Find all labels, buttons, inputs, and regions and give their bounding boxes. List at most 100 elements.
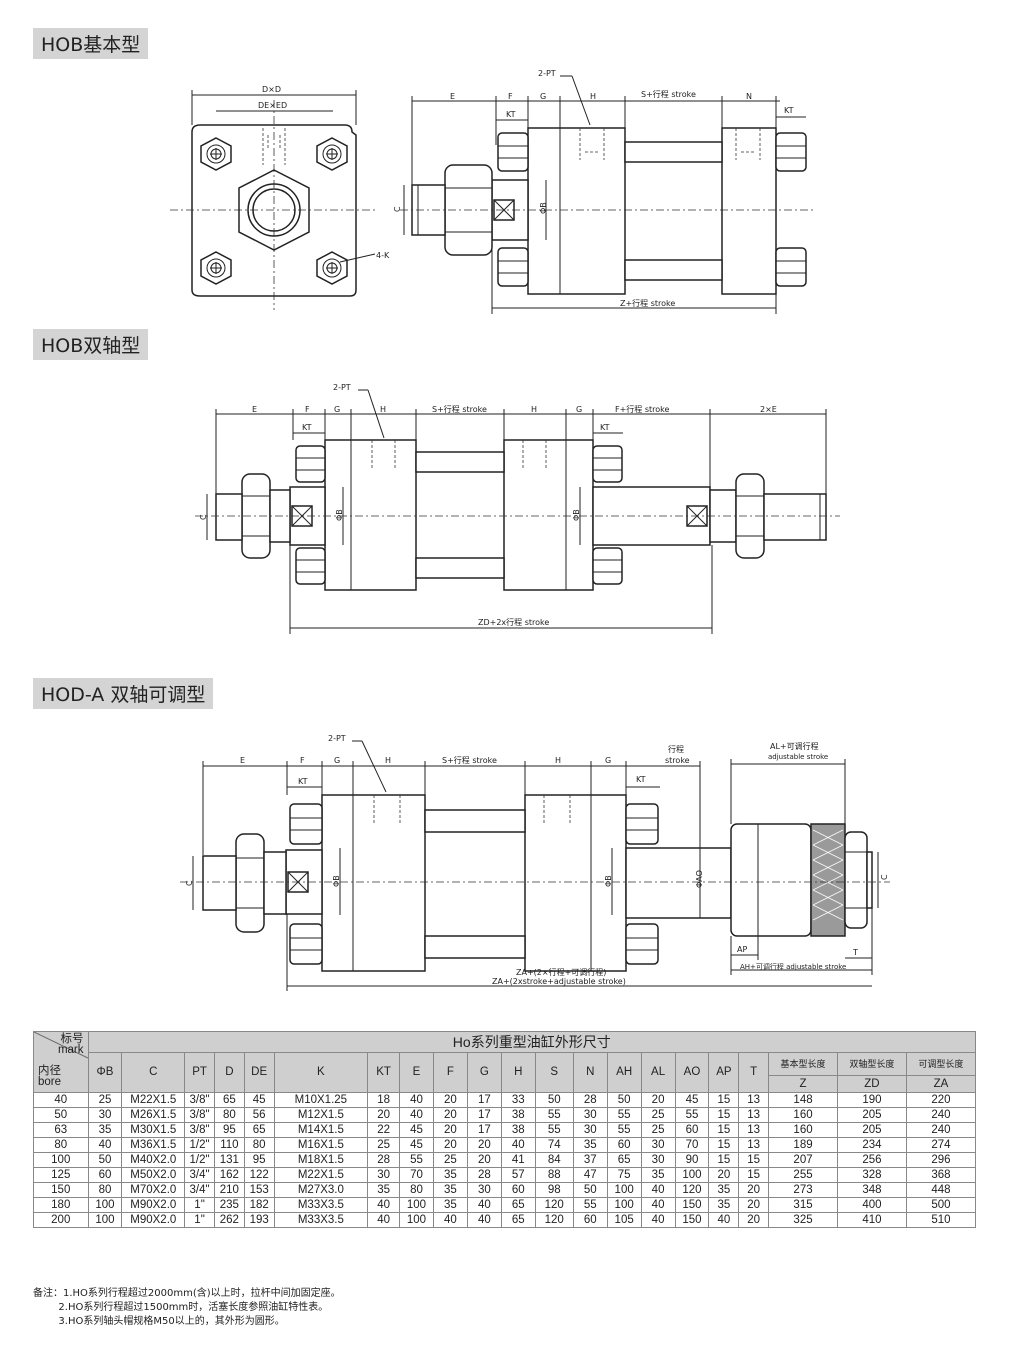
table-cell: 25 — [432, 1152, 468, 1168]
table-cell: 95 — [243, 1152, 275, 1168]
dim3-t: T — [852, 948, 858, 957]
table-cell: 35 — [432, 1167, 468, 1183]
table-cell: 100 — [399, 1197, 434, 1213]
col-header: T — [738, 1052, 770, 1093]
table-cell: 122 — [243, 1167, 275, 1183]
dim-e: E — [450, 92, 455, 101]
dim3-g: G — [334, 756, 340, 765]
table-cell: 20 — [432, 1122, 468, 1138]
note-line: 2.HO系列行程超过1500mm时，活塞长度参照油缸特性表。 — [33, 1302, 329, 1313]
table-cell: 95 — [213, 1122, 245, 1138]
table-cell: 20 — [738, 1182, 770, 1198]
table-cell: 80 — [213, 1107, 245, 1123]
table-cell: 100 — [674, 1167, 710, 1183]
table-cell: 35 — [572, 1137, 608, 1153]
table-cell: 63 — [33, 1122, 89, 1138]
table-cell: 40 — [399, 1092, 434, 1108]
table-cell: M40X2.0 — [121, 1152, 186, 1168]
table-cell: 13 — [738, 1122, 770, 1138]
table-cell: 30 — [87, 1107, 123, 1123]
corner-bottom-cn: 内径 — [38, 1065, 61, 1077]
table-cell: 40 — [367, 1212, 401, 1228]
table-cell: 120 — [534, 1212, 574, 1228]
col-header: PT — [184, 1052, 215, 1093]
dim2-g: G — [334, 405, 340, 414]
table-cell: M50X2.0 — [121, 1167, 186, 1183]
table-cell: 189 — [768, 1137, 838, 1153]
section-title-hod-a: HOD-A 双轴可调型 — [33, 678, 214, 709]
table-cell: 315 — [768, 1197, 838, 1213]
section-title-hob-double: HOB双轴型 — [33, 329, 149, 360]
table-cell: 235 — [213, 1197, 245, 1213]
table-cell: M27X3.0 — [273, 1182, 369, 1198]
col-header: E — [399, 1052, 434, 1093]
table-cell: 20 — [432, 1092, 468, 1108]
dim-dexed: DE×ED — [258, 101, 287, 110]
table-cell: 20 — [738, 1197, 770, 1213]
table-cell: 80 — [33, 1137, 89, 1153]
table-cell: 100 — [87, 1212, 123, 1228]
table-cell: 55 — [606, 1107, 642, 1123]
dim2-phib-2: ΦB — [572, 509, 581, 521]
table-cell: 148 — [768, 1092, 838, 1108]
table-cell: 210 — [213, 1182, 245, 1198]
table-cell: M70X2.0 — [121, 1182, 186, 1198]
table-cell: 1/2" — [184, 1137, 215, 1153]
table-cell: 55 — [606, 1122, 642, 1138]
dim3-al-adj: AL+可调行程 — [770, 741, 819, 751]
dim2-h2: H — [531, 405, 537, 414]
table-cell: 40 — [640, 1212, 676, 1228]
corner-top-en: mark — [57, 1044, 84, 1056]
dim3-stroke-en: stroke — [665, 756, 690, 765]
table-cell: 55 — [674, 1107, 710, 1123]
table-cell: 80 — [87, 1182, 123, 1198]
table-cell: 15 — [738, 1167, 770, 1183]
table-cell: 60 — [500, 1182, 536, 1198]
table-title: Ho系列重型油缸外形尺寸 — [87, 1031, 976, 1053]
dim3-ah-adj: AH+可调行程 adjustable stroke — [740, 962, 846, 971]
dim3-c-right: C — [880, 874, 889, 880]
table-cell: M90X2.0 — [121, 1212, 186, 1228]
table-cell: 30 — [466, 1182, 502, 1198]
dim3-kt-right: KT — [636, 775, 646, 784]
table-cell: 348 — [836, 1182, 907, 1198]
table-cell: 47 — [572, 1167, 608, 1183]
table-cell: 1" — [184, 1212, 215, 1228]
table-cell: 160 — [768, 1107, 838, 1123]
note-line: 3.HO系列轴头帽规格M50以上的，其外形为圆形。 — [33, 1316, 285, 1327]
table-cell: 18 — [367, 1092, 401, 1108]
col-header: G — [466, 1052, 502, 1093]
col-header-za: ZA — [905, 1075, 977, 1093]
dim-z-stroke: Z+行程 stroke — [620, 298, 675, 308]
table-cell: 22 — [367, 1122, 401, 1138]
table-cell: 17 — [466, 1122, 502, 1138]
table-cell: M10X1.25 — [273, 1092, 369, 1108]
table-cell: 150 — [674, 1197, 710, 1213]
table-cell: M33X3.5 — [273, 1212, 369, 1228]
dim2-phib-1: ΦB — [335, 509, 344, 521]
table-cell: M16X1.5 — [273, 1137, 369, 1153]
table-cell: 510 — [905, 1212, 977, 1228]
table-cell: 45 — [674, 1092, 710, 1108]
col-header: K — [273, 1052, 369, 1093]
dim2-f: F — [305, 405, 310, 414]
table-cell: 1" — [184, 1197, 215, 1213]
col-header: N — [572, 1052, 608, 1093]
table-cell: 55 — [534, 1122, 574, 1138]
dim-n: N — [746, 92, 752, 101]
table-cell: 30 — [640, 1137, 676, 1153]
table-cell: 30 — [640, 1152, 676, 1168]
table-cell: 20 — [432, 1137, 468, 1153]
dim3-phib-1: ΦB — [332, 875, 341, 887]
table-cell: 13 — [738, 1092, 770, 1108]
table-cell: 256 — [836, 1152, 907, 1168]
table-cell: 50 — [534, 1092, 574, 1108]
table-cell: M22X1.5 — [273, 1167, 369, 1183]
dim-f: F — [508, 92, 513, 101]
table-cell: 28 — [466, 1167, 502, 1183]
table-cell: 45 — [243, 1092, 275, 1108]
